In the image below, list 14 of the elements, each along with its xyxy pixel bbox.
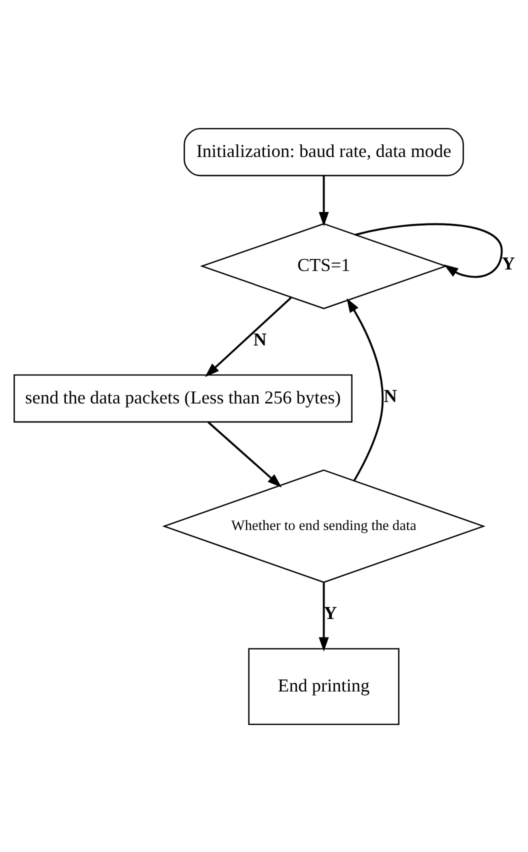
node-box: End printing <box>248 648 399 725</box>
node-diamond: Whether to end sending the data <box>162 468 485 582</box>
arrow <box>346 298 384 480</box>
node-diamond: CTS=1 <box>199 222 448 309</box>
edge-label: N <box>252 328 266 349</box>
edge-label: N <box>383 385 396 406</box>
arrow <box>207 420 282 487</box>
arrow <box>354 222 502 278</box>
arrow <box>318 582 328 652</box>
edge-label: Y <box>501 253 514 274</box>
node-box: send the data packets (Less than 256 bytes) <box>13 374 352 422</box>
arrow <box>318 175 328 226</box>
node-box: Initialization: baud rate, data mode <box>183 127 464 176</box>
arrow <box>204 296 292 376</box>
